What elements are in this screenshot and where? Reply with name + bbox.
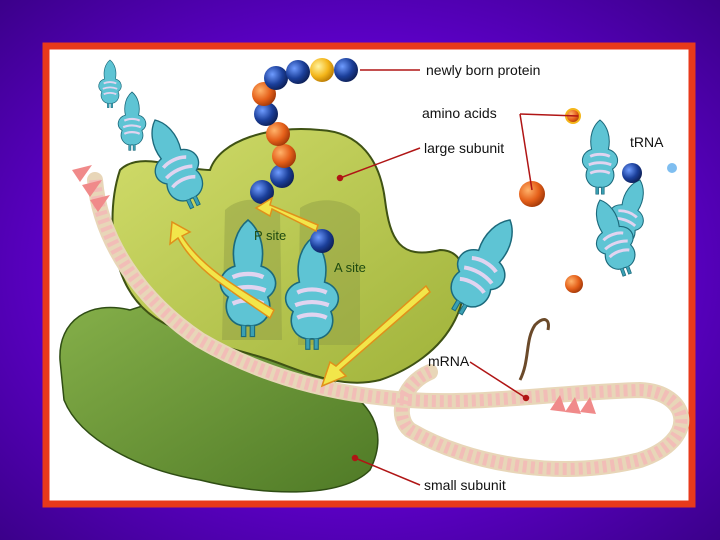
amino-acid-a-site (310, 229, 334, 253)
amino-acid-free-blue (622, 163, 642, 183)
label-newly-born-protein: newly born protein (426, 62, 540, 78)
amino-acid-free-small (667, 163, 677, 173)
label-amino-acids: amino acids (422, 105, 497, 121)
label-large-subunit: large subunit (424, 140, 504, 156)
amino-acid-entering (519, 181, 545, 207)
label-small-subunit: small subunit (424, 477, 506, 493)
amino-acid-free-orange-2 (565, 275, 583, 293)
label-a-site: A site (334, 260, 366, 275)
label-mrna: mRNA (428, 353, 470, 369)
label-p-site: P site (254, 228, 286, 243)
label-trna: tRNA (630, 134, 664, 150)
